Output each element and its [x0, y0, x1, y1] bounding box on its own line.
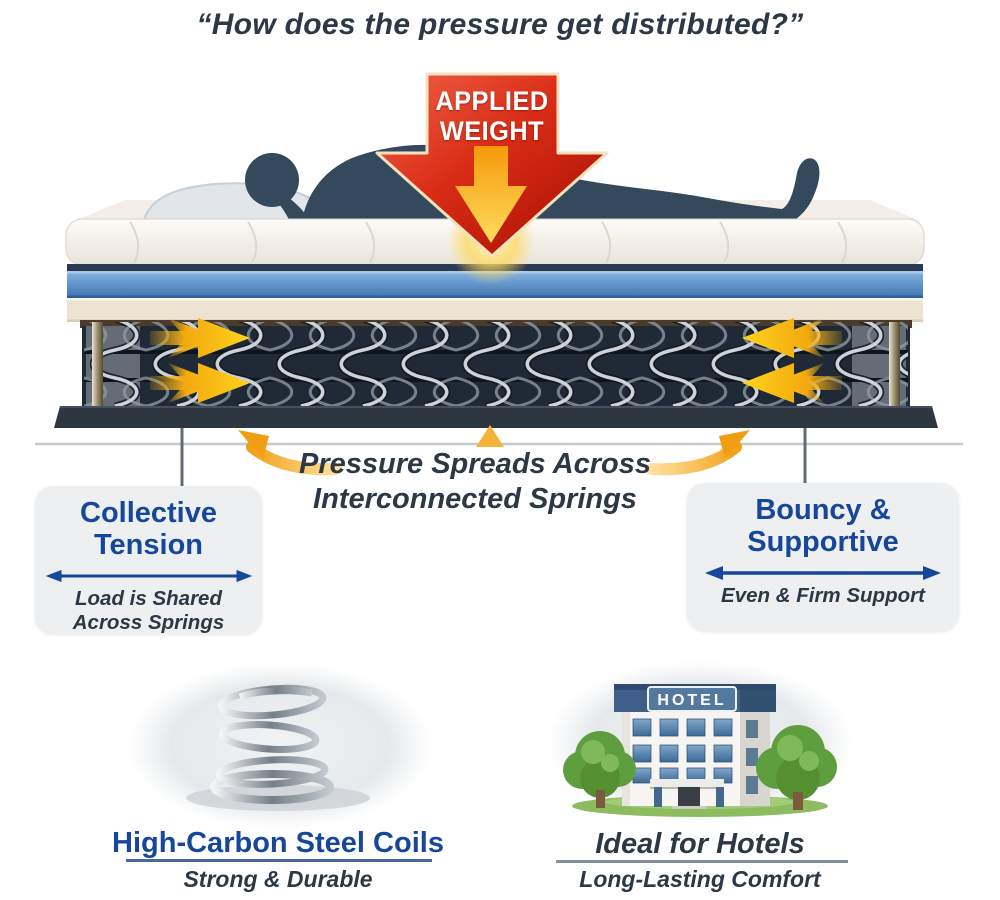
callout-bouncy-supportive: Bouncy & Supportive Even & Firm Support	[687, 483, 959, 631]
feature-coils-underline	[126, 859, 432, 862]
center-pointer-icon	[476, 425, 504, 447]
base-board	[54, 406, 938, 428]
callout-left-subtext: Load is Shared Across Springs	[72, 586, 225, 634]
callout-right-heading: Bouncy & Supportive	[747, 494, 899, 559]
spread-arrows-right-icon	[742, 318, 842, 403]
steel-coil-icon	[128, 663, 432, 829]
pressure-note-line2: Interconnected Springs	[313, 482, 637, 515]
feature-hotels-underline	[556, 860, 848, 863]
callout-left-heading: Collective Tension	[80, 497, 217, 562]
feature-hotels-heading: Ideal for Hotels	[595, 828, 805, 860]
double-arrow-icon	[45, 569, 252, 583]
applied-weight-arrow-icon	[375, 72, 609, 258]
pressure-curve-arrow-left-icon	[238, 430, 342, 476]
feature-coils-subtext: Strong & Durable	[183, 866, 373, 892]
hotel-sign-label: HOTEL	[657, 692, 726, 709]
pressure-note-line1: Pressure Spreads Across	[299, 448, 651, 480]
callout-collective-tension: Collective Tension Load is Shared Across…	[35, 486, 262, 634]
pressure-note: Pressure Spreads Across Interconnected S…	[255, 447, 695, 517]
hotel-windows	[632, 718, 733, 784]
page-title: “How does the pressure get distributed?”	[196, 8, 804, 41]
callout-right-subtext: Even & Firm Support	[721, 583, 925, 607]
pressure-curve-arrow-right-icon	[646, 430, 750, 476]
applied-weight-label: APPLIED WEIGHT	[435, 86, 549, 147]
feature-hotels-subtext: Long-Lasting Comfort	[579, 866, 821, 892]
spread-arrows-left-icon	[150, 318, 250, 403]
feature-coils-heading: High-Carbon Steel Coils	[112, 827, 444, 859]
tree-right-icon	[756, 725, 837, 810]
fiber-layer	[67, 298, 923, 322]
corner-post-right	[889, 322, 900, 406]
double-arrow-icon	[705, 565, 941, 580]
hotel-icon: HOTEL	[548, 661, 852, 823]
tree-left-icon	[563, 731, 636, 808]
corner-post-left	[92, 322, 103, 406]
